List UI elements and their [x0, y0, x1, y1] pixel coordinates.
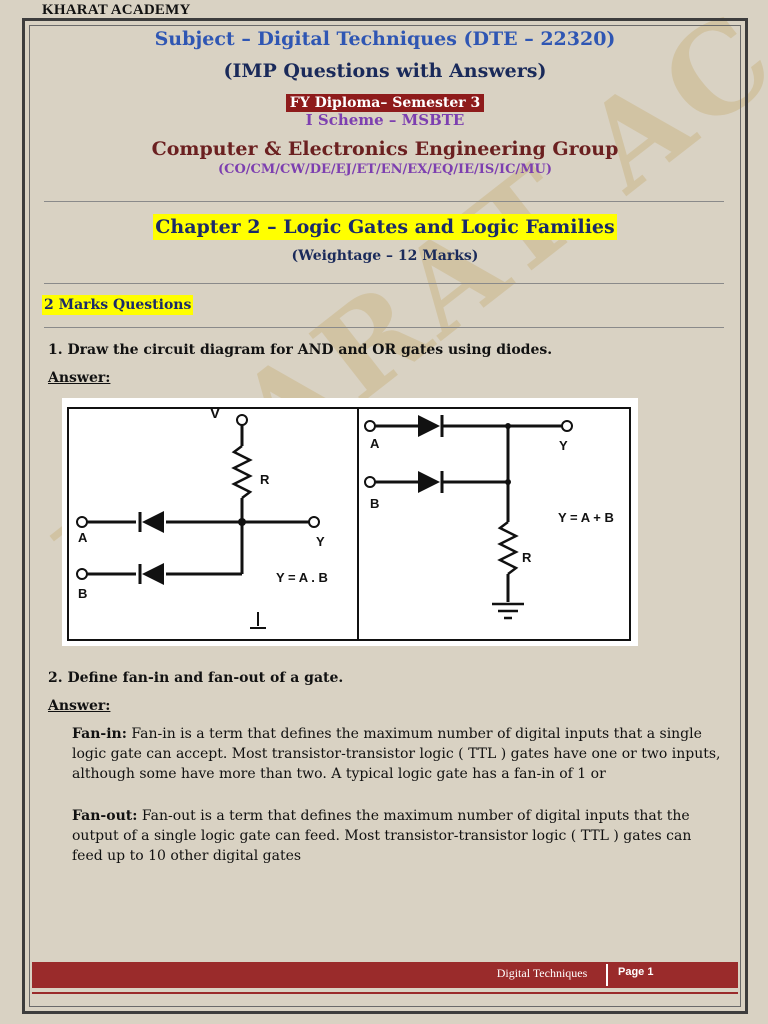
resistor-and — [231, 445, 253, 499]
footer-underline — [32, 992, 738, 994]
answer-1-label: Answer: — [48, 370, 111, 386]
academy-header: KHARAT ACADEMY — [42, 2, 191, 18]
y-terminal-or — [561, 420, 573, 432]
b-terminal-or — [364, 476, 376, 488]
diode-b-or — [418, 471, 440, 493]
fan-out-term: Fan-out: — [72, 808, 138, 824]
diode-a-and — [142, 511, 164, 533]
vcc-terminal — [236, 414, 248, 426]
junction — [505, 423, 511, 429]
footer-bar — [32, 962, 738, 988]
page-border-inner — [29, 25, 741, 1007]
junction — [238, 518, 246, 526]
chapter-title: Chapter 2 – Logic Gates and Logic Famili… — [153, 214, 617, 240]
junction — [505, 479, 511, 485]
branches-list: (CO/CM/CW/DE/EJ/ET/EN/EX/EQ/IE/IS/IC/MU) — [217, 162, 553, 177]
label-b-or: B — [370, 496, 379, 511]
diode-gates-svg: V R A B Y Y = A . B — [67, 405, 631, 641]
fan-out-paragraph: Fan-out: Fan-out is a term that defines … — [72, 806, 722, 866]
and-gate-circuit — [67, 407, 359, 641]
weightage-label: (Weightage – 12 Marks) — [291, 248, 479, 264]
label-eq-or: Y = A + B — [558, 510, 614, 525]
label-a-and: A — [78, 530, 88, 545]
imp-title: (IMP Questions with Answers) — [223, 60, 547, 82]
label-a-or: A — [370, 436, 380, 451]
label-eq-and: Y = A . B — [276, 570, 328, 585]
chapter-wrap: Chapter 2 – Logic Gates and Logic Famili… — [30, 214, 740, 240]
label-r-and: R — [260, 472, 270, 487]
label-b-and: B — [78, 586, 87, 601]
label-y-or: Y — [559, 438, 568, 453]
divider — [44, 201, 724, 202]
divider — [44, 283, 724, 284]
diode-a-or — [418, 415, 440, 437]
and-diodes — [138, 511, 246, 585]
label-r-or: R — [522, 550, 532, 565]
footer-title: Digital Techniques — [496, 966, 588, 980]
question-2: 2. Define fan-in and fan-out of a gate. — [48, 670, 344, 686]
footer-separator — [606, 964, 608, 986]
answer-2-label: Answer: — [48, 698, 111, 714]
and-labels: V R A B Y Y = A . B — [78, 405, 328, 601]
y-terminal-and — [308, 516, 320, 528]
a-terminal-and — [76, 516, 88, 528]
a-terminal-or — [364, 420, 376, 432]
page-number: Page 1 — [618, 966, 654, 978]
or-gate-circuit — [357, 407, 631, 641]
scheme-label: I Scheme – MSBTE — [305, 111, 465, 129]
group-title: Computer & Electronics Engineering Group — [151, 138, 619, 160]
diploma-badge: FY Diploma– Semester 3 — [285, 94, 485, 112]
divider — [44, 327, 724, 328]
fan-out-text: Fan-out is a term that defines the maxim… — [72, 808, 692, 864]
fan-in-paragraph: Fan-in: Fan-in is a term that defines th… — [72, 724, 722, 784]
and-panel-border — [67, 407, 359, 641]
or-labels: A B Y R Y = A + B — [370, 436, 614, 565]
diode-b-and — [142, 563, 164, 585]
resistor-or — [497, 521, 519, 575]
section-title: 2 Marks Questions — [42, 295, 194, 315]
label-y-and: Y — [316, 534, 325, 549]
or-panel-border — [357, 407, 631, 641]
fan-in-term: Fan-in: — [72, 726, 127, 742]
label-v: V — [210, 405, 220, 422]
fan-in-text: Fan-in is a term that defines the maximu… — [72, 726, 721, 782]
page-border-outer — [22, 18, 748, 1014]
subject-title: Subject – Digital Techniques (DTE – 2232… — [154, 28, 616, 50]
question-1: 1. Draw the circuit diagram for AND and … — [48, 342, 553, 358]
diploma-wrap: FY Diploma– Semester 3 — [30, 92, 740, 112]
diode-gates-diagram: V R A B Y Y = A . B — [62, 398, 638, 646]
or-diodes — [418, 415, 511, 493]
b-terminal-and — [76, 568, 88, 580]
